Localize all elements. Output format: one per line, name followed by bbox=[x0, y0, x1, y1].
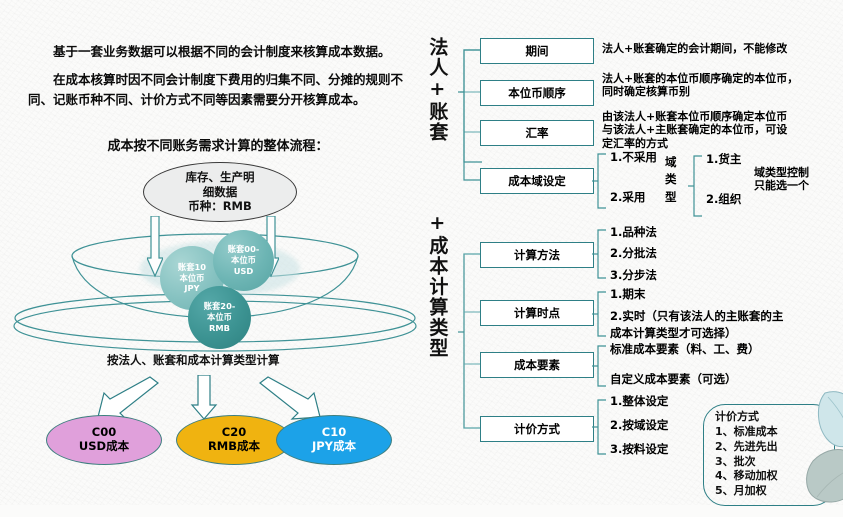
arrow-to-c00-icon bbox=[97, 376, 159, 420]
note-rate-line-2: 与该法人+主账套确定的本位币，可设 bbox=[602, 123, 788, 137]
pricing-panel-item-2: 2、先进先出 bbox=[715, 439, 778, 453]
note-currency-line-2: 同时确定核算币别 bbox=[602, 85, 690, 99]
source-line-3: 币种：RMB bbox=[188, 199, 252, 214]
result-c00-code: C00 bbox=[91, 425, 117, 440]
pricing-panel: 计价方式 1、标准成本 2、先进先出 3、批次 4、移动加权 5、月加权 bbox=[715, 410, 778, 499]
note-currency-line-1: 法人+账套的本位币顺序确定的本位币， bbox=[602, 72, 799, 85]
note-period: 法人+账套确定的会计期间，不能修改 bbox=[602, 42, 788, 55]
sphere-rmb-line-1: 账套20- bbox=[203, 301, 236, 312]
method-item-1: 1.品种法 bbox=[610, 225, 657, 239]
note-rate-line-3: 定汇率的方式 bbox=[602, 136, 668, 150]
sphere-jpy-line-2: 本位币 bbox=[179, 272, 205, 283]
node-cost-domain[interactable]: 成本域设定 bbox=[480, 168, 594, 194]
ledger-sphere-usd: 账套00- 本位币 USD bbox=[213, 230, 274, 291]
pricing-item-3: 3.按料设定 bbox=[610, 442, 669, 456]
brace-timing bbox=[592, 291, 606, 337]
intro-paragraph-1: 基于一套业务数据可以根据不同的会计制度来核算成本数据。 bbox=[53, 44, 391, 59]
funnel-diagram: 库存、生产明 细数据 币种：RMB 账套10 本位币 JPY 账套00- 本位币… bbox=[10, 158, 420, 383]
source-data-oval: 库存、生产明 细数据 币种：RMB bbox=[143, 162, 297, 222]
node-rate[interactable]: 汇率 bbox=[480, 120, 594, 146]
source-line-2: 细数据 bbox=[202, 184, 238, 199]
pricing-panel-item-4: 4、移动加权 bbox=[715, 469, 778, 483]
arrow-to-c10-icon bbox=[259, 376, 321, 420]
sphere-usd-line-3: USD bbox=[233, 265, 254, 276]
group-label-legal-ledger: 法人+账套 bbox=[426, 37, 449, 143]
result-oval-c10: C10 JPY成本 bbox=[276, 415, 392, 465]
sphere-usd-line-1: 账套00- bbox=[227, 244, 260, 255]
node-pricing[interactable]: 计价方式 bbox=[480, 416, 594, 442]
brace-cost-domain bbox=[592, 153, 606, 209]
pricing-panel-title: 计价方式 bbox=[715, 410, 759, 423]
pricing-panel-item-5: 5、月加权 bbox=[715, 484, 767, 498]
source-line-1: 库存、生产明 bbox=[185, 170, 255, 185]
element-item-1: 标准成本要素（料、工、费） bbox=[610, 342, 760, 356]
sphere-usd-line-2: 本位币 bbox=[231, 255, 256, 266]
brace-pricing bbox=[592, 399, 606, 455]
cost-domain-option-2: 2.采用 bbox=[610, 190, 646, 204]
intro-paragraph-2: 在成本核算时因不同会计制度下费用的归集不同、分摊的规则不同、记账币种不同、计价方… bbox=[28, 72, 404, 107]
decorative-leaf-icon bbox=[806, 391, 843, 503]
domain-type-option-1: 1.货主 bbox=[706, 152, 742, 166]
domain-type-option-2: 2.组织 bbox=[706, 192, 742, 206]
pricing-item-2: 2.按域设定 bbox=[610, 418, 669, 432]
timing-item-2-cont: 成本计算类型才可选择） bbox=[610, 326, 737, 340]
node-element[interactable]: 成本要素 bbox=[480, 352, 594, 378]
node-method[interactable]: 计算方法 bbox=[480, 242, 594, 268]
intro-paragraphs: 基于一套业务数据可以根据不同的会计制度来核算成本数据。 在成本核算时因不同会计制… bbox=[28, 42, 408, 118]
node-currency[interactable]: 本位币顺序 bbox=[480, 80, 594, 106]
ledger-sphere-rmb: 账套20- 本位币 RMB bbox=[188, 286, 251, 349]
brace-domain-type bbox=[688, 155, 702, 217]
element-item-2: 自定义成本要素（可选） bbox=[610, 372, 737, 386]
pricing-panel-item-3: 3、批次 bbox=[715, 454, 756, 468]
timing-item-1: 1.期末 bbox=[610, 287, 646, 301]
pricing-item-1: 1.整体设定 bbox=[610, 394, 669, 408]
result-oval-c00: C00 USD成本 bbox=[46, 415, 162, 465]
result-oval-c20: C20 RMB成本 bbox=[176, 415, 292, 465]
result-c00-label: USD成本 bbox=[78, 439, 130, 453]
method-item-2: 2.分批法 bbox=[610, 246, 657, 260]
result-arrows-group bbox=[97, 375, 321, 420]
result-c10-code: C10 bbox=[321, 425, 347, 440]
result-c10-label: JPY成本 bbox=[311, 439, 357, 453]
arrow-to-c20-icon bbox=[190, 375, 218, 420]
cost-domain-option-1: 1.不采用 bbox=[610, 150, 657, 164]
sphere-rmb-line-2: 本位币 bbox=[207, 312, 232, 323]
group-label-cost-type: +成本计算类型 bbox=[426, 212, 449, 359]
node-period[interactable]: 期间 bbox=[480, 38, 594, 64]
domain-type-label: 域类型 bbox=[665, 155, 677, 204]
sphere-jpy-line-3: JPY bbox=[184, 283, 200, 294]
settings-tree: 法人+账套 +成本计算类型 期间 本位币顺序 汇率 成本域设定 计算方法 计算时… bbox=[420, 32, 843, 506]
down-arrow-left-icon bbox=[147, 216, 163, 278]
pricing-panel-item-1: 1、标准成本 bbox=[715, 424, 778, 438]
method-item-3: 3.分步法 bbox=[610, 268, 657, 282]
domain-hint-line-2: 只能选一个 bbox=[754, 179, 809, 193]
brace-method bbox=[592, 229, 606, 279]
node-timing[interactable]: 计算时点 bbox=[480, 300, 594, 326]
result-c20-code: C20 bbox=[221, 425, 247, 440]
domain-hint-line-1: 域类型控制 bbox=[754, 166, 809, 179]
note-rate-line-1: 由该法人+账套本位币顺序确定本位币 bbox=[602, 110, 788, 123]
result-c20-label: RMB成本 bbox=[207, 439, 261, 453]
sphere-jpy-line-1: 账套10 bbox=[177, 261, 207, 272]
timing-item-2: 2.实时（只有该法人的主账套的主 bbox=[610, 309, 784, 323]
brace-element bbox=[592, 345, 606, 387]
flow-title: 成本按不同账务需求计算的整体流程： bbox=[107, 139, 329, 154]
sphere-rmb-line-3: RMB bbox=[209, 322, 230, 333]
funnel-caption: 按法人、账套和成本计算类型计算 bbox=[107, 353, 280, 367]
